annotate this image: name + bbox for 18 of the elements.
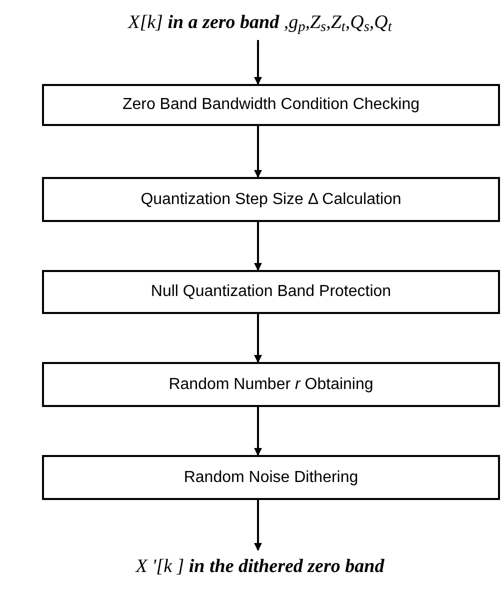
process-box [42,362,500,407]
io-label: X[k] in a zero band ,g$_{p}$,Z$_{s}$,Z$_{t}$,Q$_{s}$,Q$_{t}$ [128,10,392,38]
step-label: Random Number r Obtaining [168,374,374,394]
process-box [42,270,500,314]
step-label: Random Noise Dithering [184,468,358,488]
arrow [254,314,262,363]
arrow [254,126,262,178]
arrow [254,407,262,456]
process-box [42,455,500,500]
arrow [254,500,262,551]
step-label: Zero Band Bandwidth Condition Checking [122,95,420,115]
arrow [254,40,262,85]
process-box [42,177,500,222]
process-box [42,84,500,126]
step-label: Null Quantization Band Protection [150,282,392,302]
arrow [254,222,262,271]
step-label: Quantization Step Size Δ Calculation [140,190,402,210]
io-label: X '[k ] in the dithered zero band [136,554,384,579]
